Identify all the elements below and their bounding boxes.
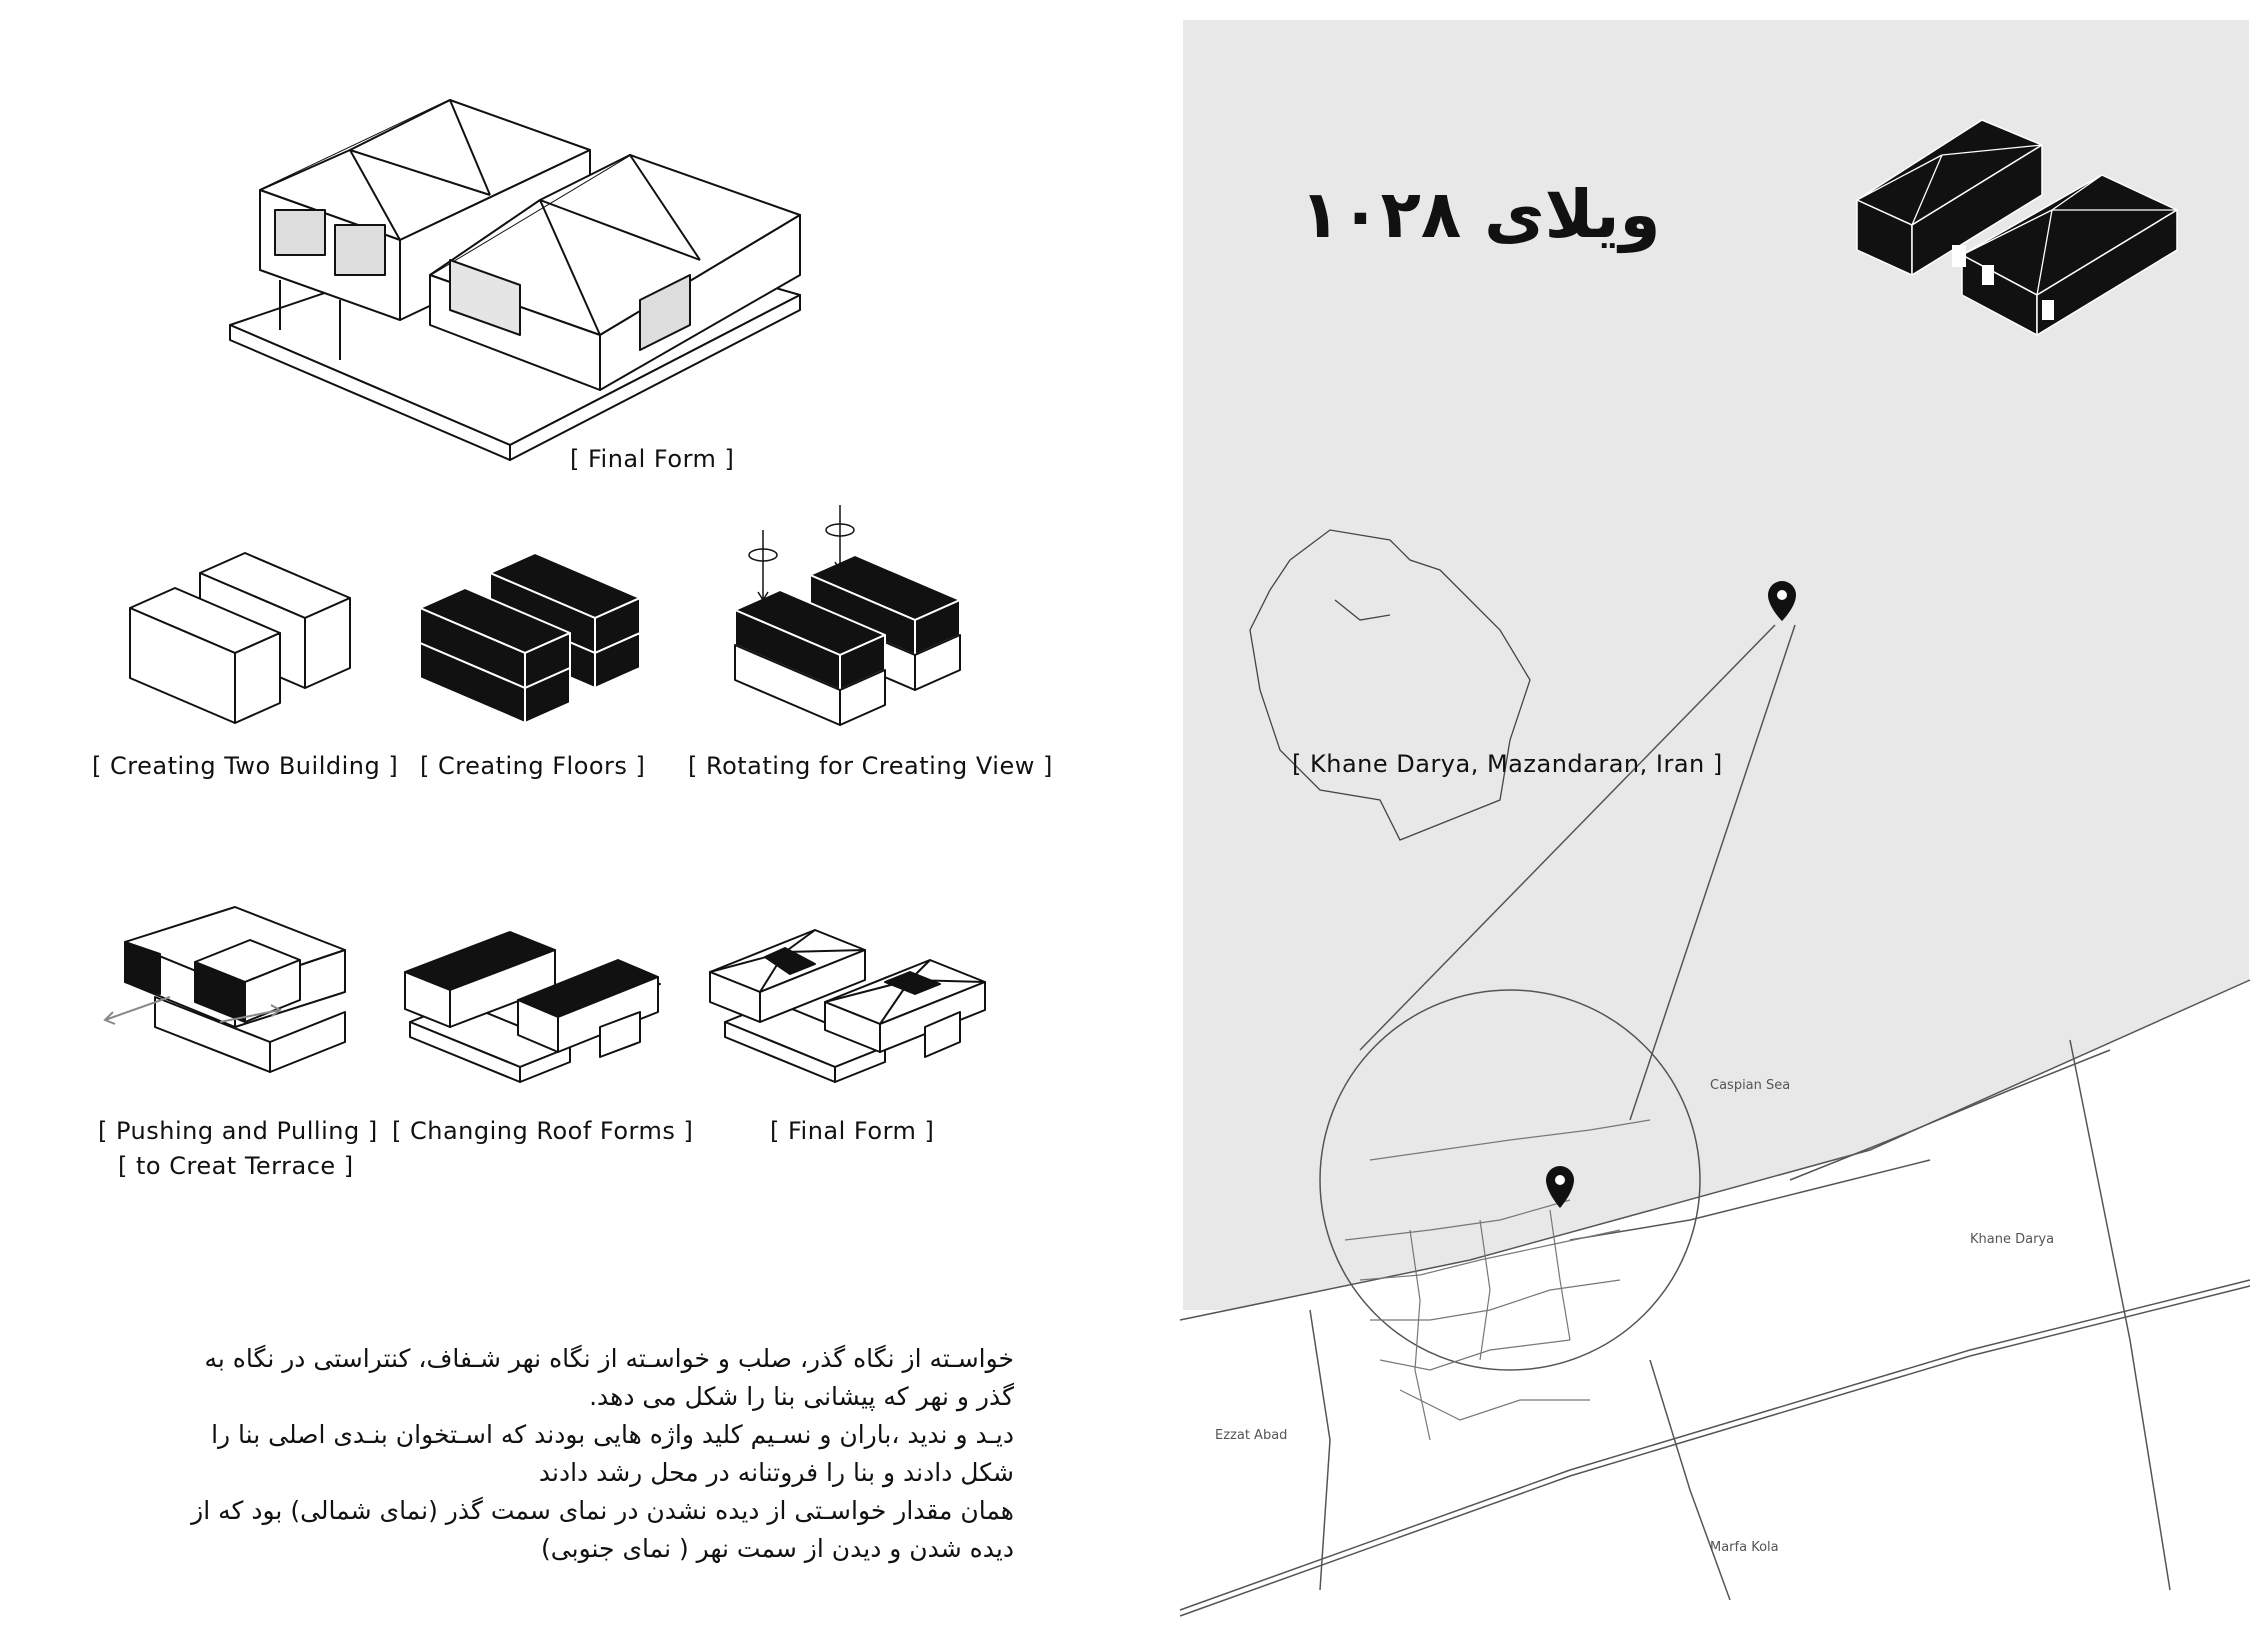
step-1-caption: [ Creating Two Building ] <box>92 752 399 780</box>
step-4-caption: [ Pushing and Pulling ] <box>98 1117 378 1145</box>
map-label-west: Ezzat Abad <box>1215 1428 1288 1443</box>
step-5-caption: [ Changing Roof Forms ] <box>392 1117 694 1145</box>
step-creating-two-building-diagram <box>129 552 351 724</box>
description-line: گذر و نهر که پیشانی بنا را شکل می دهد. <box>589 1382 1014 1411</box>
location-pin-icon <box>1768 581 1796 621</box>
step-pushing-pulling-diagram <box>103 906 346 1073</box>
site-map <box>1179 529 2251 1631</box>
description-line: خواسـته از نگاه گذر، صلب و خواسـته از نگ… <box>204 1344 1014 1373</box>
step-rotating-view-diagram <box>734 505 961 726</box>
map-label-area: Khane Darya <box>1970 1232 2055 1247</box>
step-2-caption: [ Creating Floors ] <box>420 752 646 780</box>
step-4-caption-line2: [ to Creat Terrace ] <box>118 1152 354 1180</box>
description-line: دیده شدن و دیدن از سمت نهر ( نمای جنوبی) <box>541 1534 1014 1563</box>
description-line: دیـد و ندید ،باران و نسـیم کلید واژه های… <box>211 1420 1014 1449</box>
map-label-sea: Caspian Sea <box>1710 1078 1791 1093</box>
site-pin-icon <box>1546 1166 1574 1208</box>
step-3-caption: [ Rotating for Creating View ] <box>688 752 1053 780</box>
project-title: ویلای ۱۰۲۸ <box>1300 176 1661 253</box>
final-form-top-caption: [ Final Form ] <box>570 445 735 473</box>
step-creating-floors-diagram <box>419 552 641 724</box>
step-final-form-diagram <box>709 929 986 1083</box>
logo-mark <box>1856 119 2178 336</box>
step-changing-roof-forms-diagram <box>404 931 661 1083</box>
step-6-caption: [ Final Form ] <box>770 1117 935 1145</box>
final-form-axonometric <box>229 99 801 461</box>
description-line: شکل دادند و بنا را فروتنانه در محل رشد د… <box>538 1458 1014 1487</box>
description-line: همان مقدار خواسـتی از دیده نشدن در نمای … <box>191 1496 1014 1525</box>
map-label-south: Marfa Kola <box>1710 1540 1779 1555</box>
location-caption: [ Khane Darya, Mazandaran, Iran ] <box>1292 750 1723 778</box>
project-description: خواسـته از نگاه گذر، صلب و خواسـته از نگ… <box>84 1340 1014 1568</box>
